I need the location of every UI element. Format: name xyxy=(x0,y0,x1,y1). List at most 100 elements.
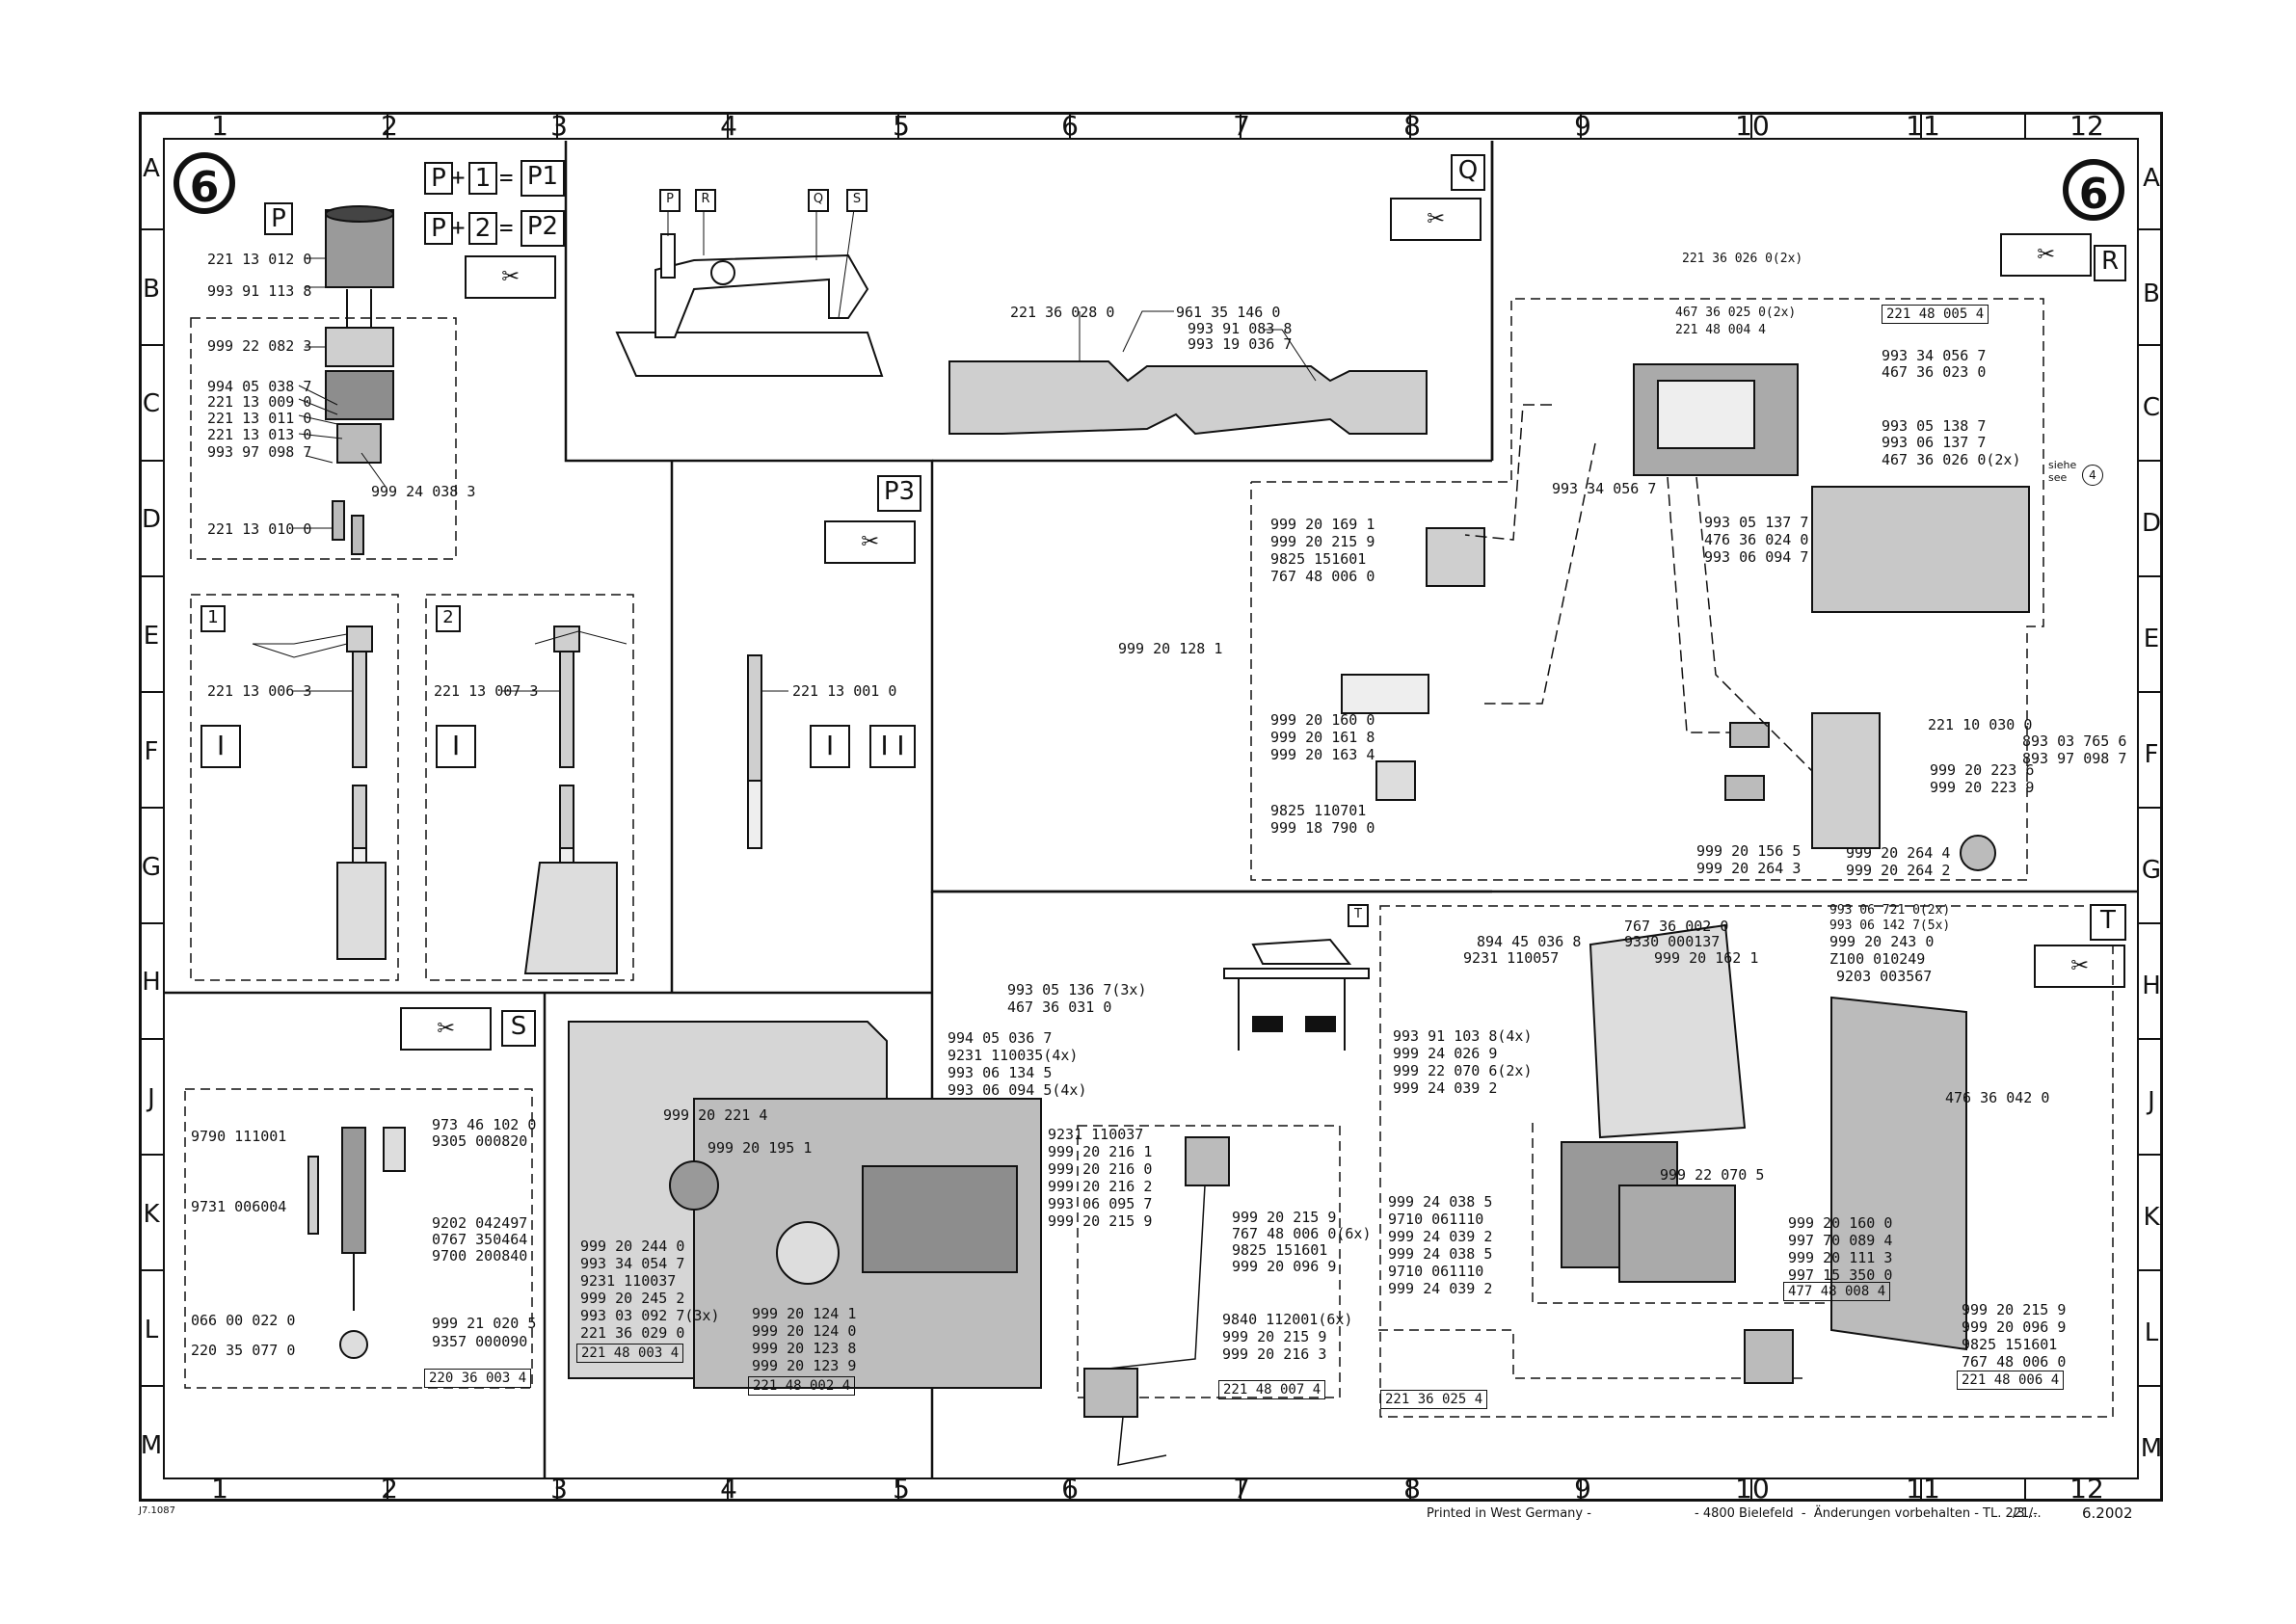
part-number: 999 20 216 3 xyxy=(1222,1345,1327,1363)
part-number: 066 00 022 0 xyxy=(191,1312,296,1329)
part-number: 767 48 006 0 xyxy=(1962,1353,2067,1371)
machine-label-r: R xyxy=(695,189,716,212)
part-number: 999 20 128 1 xyxy=(1118,640,1223,657)
part-number: 973 46 102 0 xyxy=(432,1116,537,1133)
reference-circle: 4 xyxy=(2082,465,2103,486)
part-number: 993 97 098 7 xyxy=(207,443,312,461)
panel-label-p: P xyxy=(264,202,293,235)
part-number: 993 06 095 7 xyxy=(1048,1195,1153,1212)
part-number: 993 34 056 7 xyxy=(1552,480,1657,497)
part-number: 767 48 006 0 xyxy=(1270,568,1375,585)
part-number: 999 20 215 9 xyxy=(1962,1301,2067,1318)
panel-label-p3: P3 xyxy=(877,475,921,512)
part-number: 9790 111001 xyxy=(191,1128,287,1145)
panel-label-s: S xyxy=(501,1010,536,1047)
scissors-icon-s: ✂ xyxy=(400,1007,492,1051)
grid-row-D-right: D xyxy=(2141,509,2162,538)
grid-col-1: 1 xyxy=(211,110,228,142)
scissors-icon-t: ✂ xyxy=(2034,945,2125,988)
part-number: 993 91 113 8 xyxy=(207,282,312,300)
grid-row-H-right: H xyxy=(2142,972,2161,1000)
part-number: 993 06 094 5(4x) xyxy=(948,1081,1087,1099)
part-number: 993 05 136 7(3x) xyxy=(1007,981,1147,998)
formula-p-box: P xyxy=(424,162,453,195)
part-number: 999 20 195 1 xyxy=(707,1139,813,1157)
grid-row-F: F xyxy=(144,737,159,766)
formula-p1-box: P1 xyxy=(521,160,565,197)
equals-sign: = xyxy=(499,164,514,191)
part-number: 999 20 124 1 xyxy=(752,1305,857,1322)
machine-label-p: P xyxy=(659,189,681,212)
part-number: 993 34 056 7 xyxy=(1882,347,1987,364)
part-number: 993 06 142 7(5x) xyxy=(1829,918,1951,933)
part-number: 476 36 042 0 xyxy=(1945,1089,2050,1106)
grid-col-12: 12 xyxy=(2069,110,2104,142)
panel-label-t: T xyxy=(2090,904,2126,941)
panel-label-r: R xyxy=(2094,245,2126,281)
grid-row-H: H xyxy=(142,968,161,997)
part-number: 467 36 031 0 xyxy=(1007,998,1112,1016)
equals-sign-2: = xyxy=(499,214,514,241)
grid-col-5-bottom: 5 xyxy=(893,1473,910,1504)
machine-label-q: Q xyxy=(808,189,829,212)
part-number: 993 06 094 7 xyxy=(1704,548,1809,566)
plus-sign: + xyxy=(451,164,466,191)
part-number: 999 20 160 0 xyxy=(1788,1214,1893,1232)
grid-row-F-right: F xyxy=(2144,740,2159,769)
part-number: 221 13 007 3 xyxy=(434,682,539,700)
scissors-crossed-icon: ✂ xyxy=(824,520,916,564)
part-number: 999 24 039 2 xyxy=(1388,1228,1493,1245)
grid-row-K-right: K xyxy=(2143,1203,2160,1232)
grid-col-2-bottom: 2 xyxy=(381,1473,398,1504)
part-number: 999 21 020 5 xyxy=(432,1315,537,1332)
part-number: 0767 350464 xyxy=(432,1231,528,1248)
part-number: 961 35 146 0 xyxy=(1176,304,1281,321)
part-number: 221 48 004 4 xyxy=(1675,323,1766,337)
part-number: 999 20 123 8 xyxy=(752,1340,857,1357)
part-number: 999 20 216 2 xyxy=(1048,1178,1153,1195)
part-number: 9710 061110 xyxy=(1388,1263,1484,1280)
part-number: 999 22 082 3 xyxy=(207,337,312,355)
part-number: 999 20 124 0 xyxy=(752,1322,857,1340)
part-number: 993 19 036 7 xyxy=(1188,335,1293,353)
part-number: 999 20 221 4 xyxy=(663,1106,768,1124)
formula-1-box: 1 xyxy=(468,162,497,195)
part-number: 999 20 245 2 xyxy=(580,1290,685,1307)
part-number: 993 05 137 7 xyxy=(1704,514,1809,531)
part-number: 9305 000820 xyxy=(432,1132,528,1150)
part-number: 999 20 223 6 xyxy=(1930,761,2035,779)
stamp: 220 36 003 4 xyxy=(424,1369,532,1388)
grid-row-M: M xyxy=(140,1431,163,1460)
grid-row-B-right: B xyxy=(2143,280,2160,308)
part-number: 999 20 160 0 xyxy=(1270,711,1375,729)
part-number: 999 24 038 5 xyxy=(1388,1193,1493,1211)
part-number: 221 36 026 0(2x) xyxy=(1682,252,1803,266)
part-number: 9825 151601 xyxy=(1270,550,1367,568)
part-number: 999 18 790 0 xyxy=(1270,819,1375,837)
part-number: 993 91 083 8 xyxy=(1188,320,1293,337)
double-needle-icon: ǀǀ xyxy=(869,725,916,768)
part-number: 9710 061110 xyxy=(1388,1211,1484,1228)
grid-row-M-right: M xyxy=(2140,1434,2163,1463)
part-number: 999 20 216 0 xyxy=(1048,1160,1153,1178)
part-number: 221 13 009 0 xyxy=(207,393,312,411)
panel-label-q: Q xyxy=(1451,154,1485,191)
part-number: 999 20 156 5 xyxy=(1696,842,1802,860)
part-number: 221 13 010 0 xyxy=(207,520,312,538)
grid-col-5: 5 xyxy=(893,110,910,142)
part-number: Z100 010249 xyxy=(1829,950,1926,968)
grid-row-L: L xyxy=(144,1316,159,1344)
part-number: 999 20 111 3 xyxy=(1788,1249,1893,1266)
part-number: 999 20 243 0 xyxy=(1829,933,1935,950)
part-number: 9840 112001(6x) xyxy=(1222,1311,1353,1328)
part-number: 9203 003567 xyxy=(1836,968,1933,985)
needle-icon: ǀ xyxy=(200,725,241,768)
part-number: 894 45 036 8 xyxy=(1477,933,1582,950)
grid-row-J: J xyxy=(147,1084,155,1113)
part-number: 993 91 103 8(4x) xyxy=(1393,1027,1533,1045)
part-number: 999 20 096 9 xyxy=(1232,1258,1337,1275)
part-number: 999 20 163 4 xyxy=(1270,746,1375,763)
drawing-inner-border xyxy=(163,138,2139,1479)
part-number: 999 20 162 1 xyxy=(1654,949,1759,967)
